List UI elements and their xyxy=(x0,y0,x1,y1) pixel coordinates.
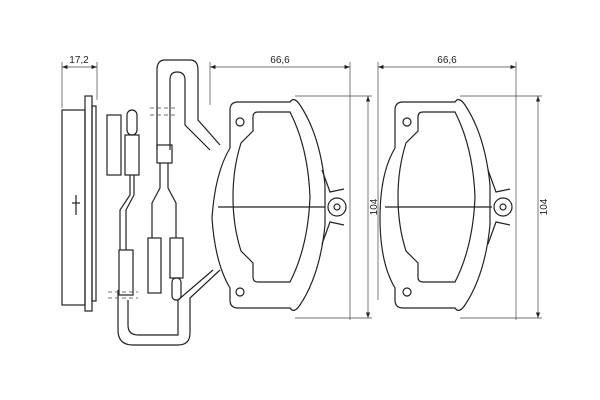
dim-side-thickness: 17,2 xyxy=(69,55,89,66)
brake-pad-front-view-2 xyxy=(377,62,542,320)
side-view xyxy=(61,62,98,312)
dim-pad1-height: 104 xyxy=(369,198,380,215)
wear-sensor-wire xyxy=(106,59,221,346)
brake-pad-front-view-1 xyxy=(209,62,372,320)
dim-pad2-height: 104 xyxy=(539,198,550,215)
dim-pad1-width: 66,6 xyxy=(270,55,290,66)
dim-pad2-width: 66,6 xyxy=(437,55,457,66)
